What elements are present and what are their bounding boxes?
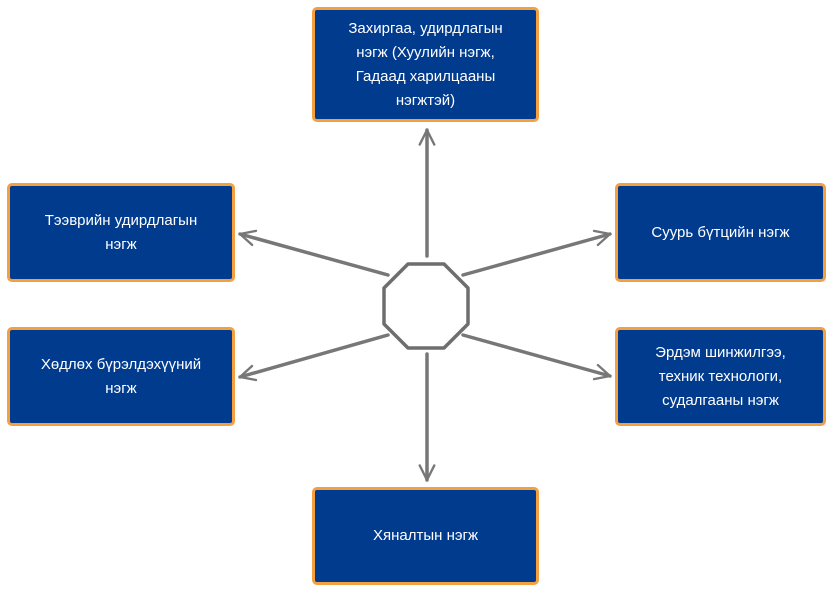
- node-top: Захиргаа, удирдлагын нэгж (Хуулийн нэгж,…: [312, 7, 539, 122]
- center-octagon: [382, 262, 470, 350]
- arrow-to-left-upper: [238, 229, 390, 277]
- node-left-upper: Тээврийн удирдлагын нэгж: [7, 183, 235, 282]
- node-right-upper: Суурь бүтцийн нэгж: [615, 183, 826, 282]
- node-bottom: Хяналтын нэгж: [312, 487, 539, 585]
- arrow-to-right-lower: [461, 333, 612, 381]
- arrow-to-right-upper: [461, 229, 612, 277]
- node-right-lower: Эрдэм шинжилгээ, техник технологи, судал…: [615, 327, 826, 426]
- arrow-to-left-lower: [238, 333, 390, 382]
- node-left-lower: Хөдлөх бүрэлдэхүүний нэгж: [7, 327, 235, 426]
